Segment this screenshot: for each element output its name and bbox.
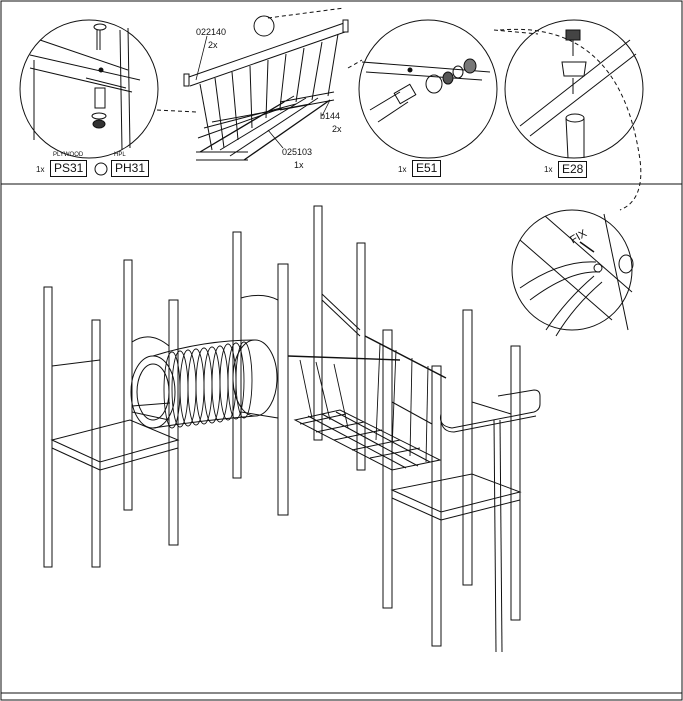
panel-2-qty: 1x	[398, 165, 407, 174]
part-qty-022140: 2x	[208, 40, 218, 50]
leader-1	[156, 109, 197, 113]
part-qty-b144: 2x	[332, 124, 342, 134]
part-label-b144: b144	[320, 111, 341, 121]
part-label-025103: 025103	[282, 147, 313, 157]
clamp-detail-icon	[504, 19, 644, 159]
part-label-022140: 022140	[196, 27, 227, 37]
panel-1-qty: 1x	[36, 165, 45, 174]
tube-fitting-icon	[358, 19, 498, 159]
play-structure	[43, 205, 541, 653]
alternative-icon	[94, 162, 108, 176]
panel-1-code-b: PH31	[111, 160, 150, 177]
panel-1-code-a: PS31	[50, 160, 88, 177]
panel-1-material-a: PLYWOOD	[53, 152, 84, 158]
pliers-fix-icon	[511, 209, 634, 337]
panel-3-qty: 1x	[544, 165, 553, 174]
panel-1-material-b: HPL	[114, 152, 126, 158]
panel-2-code: E51	[412, 160, 442, 177]
bridge-net-icon	[183, 15, 349, 161]
part-qty-025103: 1x	[294, 160, 304, 170]
panel-3-code: E28	[558, 161, 588, 178]
bolt-detail-icon	[19, 19, 159, 159]
